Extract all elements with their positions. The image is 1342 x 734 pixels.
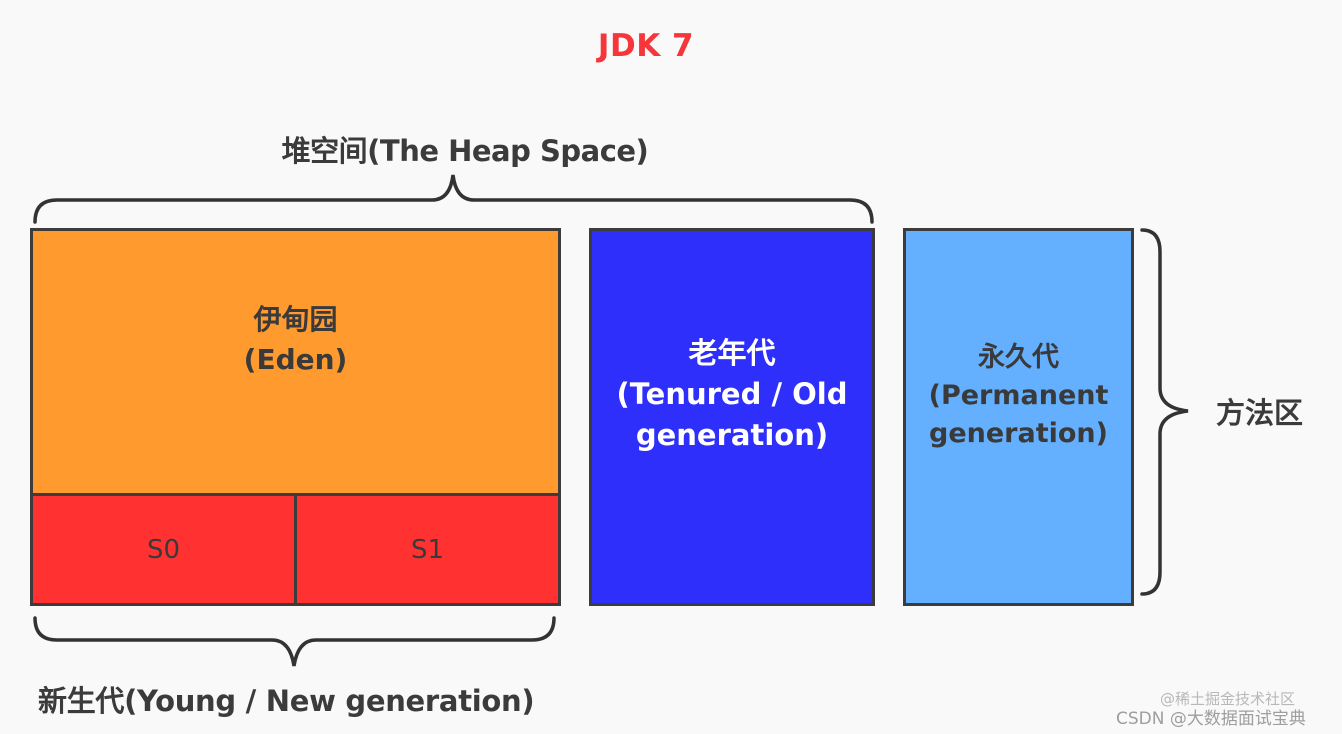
diagram-title: JDK 7	[597, 28, 695, 64]
young-generation-label: 新生代(Young / New generation)	[38, 684, 535, 718]
eden-region: 伊甸园 (Eden)	[30, 228, 561, 496]
old-label-en-2: generation)	[635, 417, 829, 452]
survivor-s0: S0	[30, 493, 297, 606]
old-label-en-1: (Tenured / Old	[616, 376, 848, 411]
old-generation-region: 老年代 (Tenured / Old generation)	[589, 228, 875, 606]
eden-label-cn: 伊甸园	[253, 303, 338, 336]
juejin-watermark: @稀土掘金技术社区	[1160, 690, 1296, 708]
perm-label-cn: 永久代	[978, 342, 1059, 373]
perm-label-en-2: generation)	[929, 418, 1108, 449]
s1-label: S1	[410, 534, 445, 565]
method-area-label: 方法区	[1216, 396, 1304, 430]
eden-label-en: (Eden)	[243, 343, 348, 376]
csdn-watermark: CSDN @大数据面试宝典	[1116, 709, 1306, 729]
s0-label: S0	[146, 534, 181, 565]
perm-label-en-1: (Permanent	[928, 380, 1109, 411]
survivor-s1: S1	[294, 493, 561, 606]
old-label-cn: 老年代	[688, 335, 776, 370]
permanent-generation-region: 永久代 (Permanent generation)	[903, 228, 1134, 606]
heap-space-label: 堆空间(The Heap Space)	[281, 134, 649, 168]
